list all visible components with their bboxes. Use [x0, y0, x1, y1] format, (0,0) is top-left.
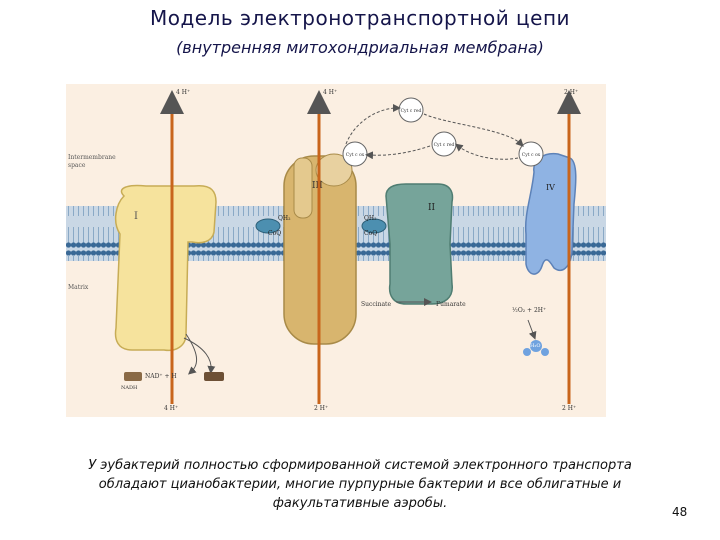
- caption-line-1: У эубактерий полностью сформированной си…: [88, 458, 632, 473]
- intermembrane-label: Intermembrane: [68, 154, 116, 161]
- intermembrane-label-2: space: [68, 162, 86, 169]
- cytc-label-a: Cyt c red: [401, 108, 422, 114]
- fumarate-label: Fumarate: [436, 301, 466, 308]
- quinone-label-a: QH₂: [278, 215, 291, 222]
- slide-subtitle: (внутренняя митохондриальная мембрана): [176, 38, 544, 57]
- matrix-label: Matrix: [68, 284, 89, 291]
- caption-line-3: факультативные аэробы.: [272, 496, 448, 511]
- proton-bot-2: 2 H⁺: [314, 405, 328, 412]
- complex-ii-shape: [385, 183, 454, 305]
- complex-ii-label: II: [428, 203, 436, 213]
- proton-top-3: 2 H⁺: [564, 89, 578, 96]
- cytc-label-b: Cyt c ox: [346, 152, 365, 158]
- quinone-label-d: CoQ: [364, 230, 377, 237]
- page-number: 48: [672, 505, 688, 519]
- water-label: H₂O: [530, 343, 540, 349]
- caption-line-2: обладают цианобактерии, многие пурпурные…: [98, 477, 622, 492]
- quinone-label-c: QH₂: [364, 215, 377, 222]
- succinate-label: Succinate: [361, 301, 391, 308]
- oxygen-arrow: [527, 319, 537, 340]
- water-molecule-h2: [541, 348, 549, 356]
- cytc-arrow-1: [345, 104, 401, 145]
- cytc-arrow-4: [365, 145, 431, 160]
- nadh-label: NADH: [121, 385, 138, 391]
- complex-i-shape: [114, 184, 217, 352]
- etc-diagram-svg: Intermembrane space Matrix I III II IV Q…: [66, 89, 606, 412]
- cytc-label-d: Cyt c ox: [522, 152, 541, 158]
- water-molecule-h1: [523, 348, 531, 356]
- cytc-arrow-2: [423, 113, 524, 147]
- nad-molecule: [204, 372, 224, 381]
- cytc-circle-d: [518, 141, 544, 167]
- nad-arrow: [183, 337, 216, 374]
- cytc-label-c: Cyt c red: [434, 142, 455, 148]
- complex-iv-label: IV: [546, 183, 555, 192]
- complex-i-label: I: [134, 211, 138, 222]
- quinone-label-b: CoQ: [268, 230, 281, 237]
- complex-iv-shape: [524, 152, 577, 275]
- proton-top-1: 4 H⁺: [176, 89, 190, 96]
- proton-bot-1: 4 H⁺: [164, 405, 178, 412]
- quinone-disc-right: [361, 218, 387, 234]
- nad-label: NAD⁺ + H: [145, 373, 177, 380]
- slide-title: Модель электронотранспортной цепи: [149, 6, 571, 30]
- nadh-molecule: [124, 372, 142, 381]
- quinone-disc-left: [255, 218, 281, 234]
- complex-iii-cap: [315, 153, 353, 187]
- water-molecule-o: [530, 340, 542, 352]
- complex-iii-lobe: [293, 157, 313, 219]
- etc-diagram: Intermembrane space Matrix I III II IV Q…: [66, 84, 606, 417]
- cytc-arrow-3: [454, 143, 519, 160]
- caption: У эубактерий полностью сформированной си…: [40, 456, 680, 513]
- nadh-arrow: [185, 333, 198, 375]
- proton-top-2: 4 H⁺: [323, 89, 337, 96]
- oxygen-label: ½O₂ + 2H⁺: [512, 307, 546, 314]
- proton-bot-3: 2 H⁺: [562, 405, 576, 412]
